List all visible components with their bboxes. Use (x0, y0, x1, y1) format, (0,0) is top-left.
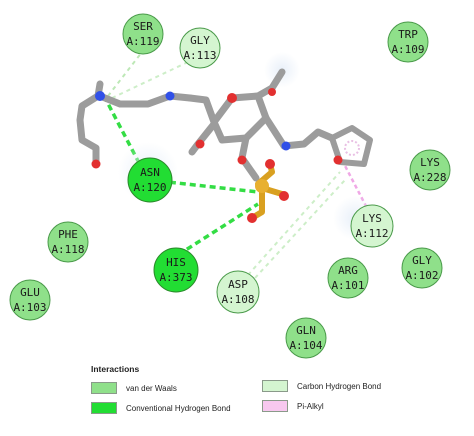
oxygen-atom (247, 213, 257, 223)
oxygen-atom (237, 155, 247, 165)
residue-lys228: LYS A:228 (409, 149, 451, 191)
sulfur-atom (255, 179, 269, 193)
legend-swatch (262, 380, 288, 392)
residue-disc (153, 247, 199, 293)
residue-ser119: SER A:119 (122, 13, 164, 55)
residue-name: GLY (412, 254, 432, 267)
chbond-line-asp108-b (254, 179, 346, 279)
oxygen-atom (227, 93, 237, 103)
oxygen-atom (268, 88, 276, 96)
residue-gly113: GLY A:113 (179, 27, 221, 69)
ligand-chain (262, 114, 336, 150)
residue-disc (9, 279, 51, 321)
residue-name: ASN (140, 166, 160, 179)
hbond-line-asn120-sulfate (149, 178, 259, 194)
legend-item-carbon-hbond: Carbon Hydrogen Bond (262, 380, 381, 392)
vdw-line-ser119 (107, 51, 143, 97)
nitrogen-atom (281, 141, 291, 151)
ligand-chain (188, 120, 218, 156)
residue-discs: SER A:119 GLY A:113 TRP A:109 ASN A:120 … (9, 13, 451, 359)
ligand-chain (96, 92, 194, 108)
residue-number: A:119 (126, 35, 159, 48)
residue-asp108: ASP A:108 (216, 270, 260, 314)
residue-disc (350, 204, 394, 248)
residue-number: A:103 (13, 301, 46, 314)
oxygen-atom (333, 155, 343, 165)
residue-disc (127, 157, 173, 203)
legend-label: Carbon Hydrogen Bond (297, 381, 382, 391)
residue-disc (285, 317, 327, 359)
hbond-line-his373-sulfate (169, 202, 259, 262)
residue-number: A:104 (289, 339, 322, 352)
residue-number: A:228 (413, 171, 446, 184)
residue-name: HIS (166, 256, 186, 269)
nitrogen-atom (95, 91, 105, 101)
residue-disc (387, 21, 429, 63)
interaction-lines (102, 51, 370, 279)
residue-gly102: GLY A:102 (401, 247, 443, 289)
residue-disc (179, 27, 221, 69)
residue-number: A:373 (159, 271, 192, 284)
legend-swatch (91, 382, 117, 394)
residue-name: PHE (58, 228, 78, 241)
oxygen-atom (279, 191, 289, 201)
ligand-structure (76, 52, 377, 240)
residue-name: ARG (338, 264, 358, 277)
residue-phe118: PHE A:118 (47, 221, 89, 263)
residue-disc (327, 257, 369, 299)
residue-lys112: LYS A:112 (350, 204, 394, 248)
residue-number: A:118 (51, 243, 84, 256)
nitrogen-atom (165, 91, 175, 101)
residue-asn120: ASN A:120 (127, 157, 173, 203)
residue-gln104: GLN A:104 (285, 317, 327, 359)
residue-disc (216, 270, 260, 314)
residue-name: TRP (398, 28, 418, 41)
chbond-line-asp108 (247, 171, 341, 276)
residue-number: A:108 (221, 293, 254, 306)
residue-number: A:101 (331, 279, 364, 292)
residue-number: A:113 (183, 49, 216, 62)
legend-item-pi-alkyl: Pi-Alkyl (262, 400, 324, 412)
legend-label: Pi-Alkyl (297, 401, 324, 411)
aromatic-center (344, 140, 360, 156)
residue-trp109: TRP A:109 (387, 21, 429, 63)
residue-glu103: GLU A:103 (9, 279, 51, 321)
legend-item-van-der-waals: van der Waals (91, 382, 177, 394)
legend-label: van der Waals (126, 383, 177, 393)
legend-swatch (262, 400, 288, 412)
oxygen-atom (265, 159, 275, 169)
residue-name: GLY (190, 34, 210, 47)
legend: Interactions van der Waals Conventional … (88, 364, 468, 432)
residue-arg101: ARG A:101 (327, 257, 369, 299)
oxygen-atom (195, 139, 205, 149)
residue-name: LYS (420, 156, 440, 169)
legend-label: Conventional Hydrogen Bond (126, 403, 231, 413)
residue-number: A:102 (405, 269, 438, 282)
pi-alkyl-line-lys112 (340, 159, 370, 211)
residue-number: A:112 (355, 227, 388, 240)
residue-disc (47, 221, 89, 263)
hbond-line-asn120-n (102, 95, 150, 181)
residue-disc (122, 13, 164, 55)
ligand-chain (186, 94, 218, 126)
residue-name: LYS (362, 212, 382, 225)
residue-disc (409, 149, 451, 191)
residue-number: A:109 (391, 43, 424, 56)
legend-title: Interactions (91, 364, 140, 374)
interaction-diagram-canvas: SER A:119 GLY A:113 TRP A:109 ASN A:120 … (9, 13, 451, 359)
residue-name: GLN (296, 324, 316, 337)
legend-item-conventional-hbond: Conventional Hydrogen Bond (91, 402, 231, 414)
oxygen-atom (91, 159, 101, 169)
residue-name: ASP (228, 278, 248, 291)
residue-disc (401, 247, 443, 289)
sugar-ring (210, 92, 270, 144)
legend-swatch (91, 402, 117, 414)
residue-number: A:120 (133, 181, 166, 194)
residue-his373: HIS A:373 (153, 247, 199, 293)
chbond-line-gly113 (111, 61, 189, 99)
residue-name: GLU (20, 286, 40, 299)
residue-name: SER (133, 20, 153, 33)
ligand-atoms (91, 88, 360, 223)
